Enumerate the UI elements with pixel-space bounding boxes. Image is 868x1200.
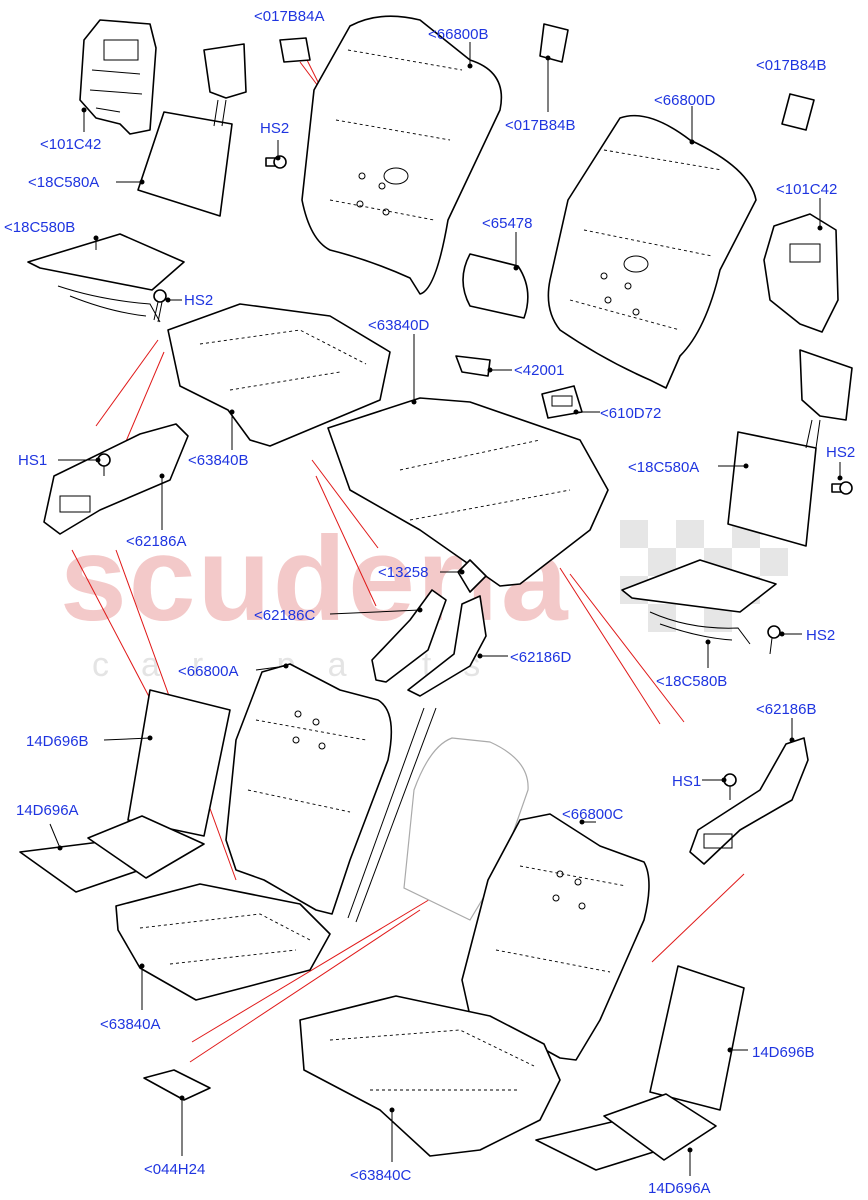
label-017b84a: <017B84A [254, 8, 324, 25]
part-63840a-cushion [115, 883, 331, 1001]
label-62186d: <62186D [510, 649, 571, 666]
part-62186c-trim [371, 589, 447, 683]
label-14d696b-right: 14D696B [752, 1044, 815, 1061]
part-66800a-seatback [225, 663, 393, 915]
part-66800b-seatback [301, 15, 503, 295]
label-62186b: <62186B [756, 701, 816, 718]
label-66800d: <66800D [654, 92, 715, 109]
leader-lines [49, 42, 843, 1176]
label-hs2-left: HS2 [184, 292, 213, 309]
part-42001 [455, 355, 491, 377]
label-66800a: <66800A [178, 663, 238, 680]
part-18c580b-left [27, 233, 185, 323]
label-hs2-right-upper: HS2 [826, 444, 855, 461]
label-044h24: <044H24 [144, 1161, 205, 1178]
label-610d72: <610D72 [600, 405, 661, 422]
part-101c42-right [763, 213, 839, 333]
label-hs1-right: HS1 [672, 773, 701, 790]
part-14d696b-left [127, 689, 231, 837]
label-13258: <13258 [378, 564, 428, 581]
label-18c580a-right: <18C580A [628, 459, 699, 476]
part-62186b-trim [689, 737, 809, 865]
part-13258 [457, 559, 487, 593]
part-18c580a-left [137, 43, 247, 217]
screw-hs2-right-upper [831, 481, 853, 495]
part-14d696a-left [19, 815, 205, 893]
part-017b84b-right [781, 93, 815, 131]
label-63840c: <63840C [350, 1167, 411, 1184]
label-hs1-left: HS1 [18, 452, 47, 469]
part-14d696b-right [649, 965, 745, 1111]
label-42001: <42001 [514, 362, 564, 379]
part-18c580a-right [727, 349, 853, 547]
part-63840d-cushion [327, 397, 609, 587]
label-65478: <65478 [482, 215, 532, 232]
part-044h24 [143, 1069, 211, 1101]
label-14d696b-left: 14D696B [26, 733, 89, 750]
part-63840c-cushion [299, 995, 561, 1157]
label-101c42-left: <101C42 [40, 136, 101, 153]
part-017b84b-mid [539, 23, 569, 63]
label-18c580b-right: <18C580B [656, 673, 727, 690]
screw-hs2-right-lower [767, 625, 781, 655]
label-63840b: <63840B [188, 452, 248, 469]
label-14d696a-right: 14D696A [648, 1180, 711, 1197]
part-14d696a-right [535, 1093, 717, 1171]
guide-lines [71, 57, 745, 1063]
part-labels: <101C42 <18C580A <017B84A HS2 <66800B <0… [4, 8, 855, 1197]
label-66800c: <66800C [562, 806, 623, 823]
part-66800d-seatback [547, 114, 757, 389]
part-63840b-cushion [167, 303, 391, 447]
label-14d696a-left: 14D696A [16, 802, 79, 819]
label-hs2-top: HS2 [260, 120, 289, 137]
label-18c580a-left: <18C580A [28, 174, 99, 191]
part-65478 [462, 253, 529, 319]
part-017b84a [279, 37, 311, 63]
part-18c580b-right [621, 559, 777, 645]
clip-hs1-right [723, 773, 737, 800]
label-017b84b-mid: <017B84B [505, 117, 575, 134]
label-hs2-right-lower: HS2 [806, 627, 835, 644]
label-66800b: <66800B [428, 26, 488, 43]
part-101c42-left [79, 19, 157, 135]
label-63840a: <63840A [100, 1016, 160, 1033]
label-101c42-right: <101C42 [776, 181, 837, 198]
label-62186a: <62186A [126, 533, 186, 550]
part-62186d-trim [407, 595, 487, 697]
label-62186c: <62186C [254, 607, 315, 624]
label-18c580b-left: <18C580B [4, 219, 75, 236]
screw-hs2-left [153, 289, 167, 323]
label-017b84b-right: <017B84B [756, 57, 826, 74]
part-62186a-trim [43, 423, 189, 535]
label-63840d: <63840D [368, 317, 429, 334]
